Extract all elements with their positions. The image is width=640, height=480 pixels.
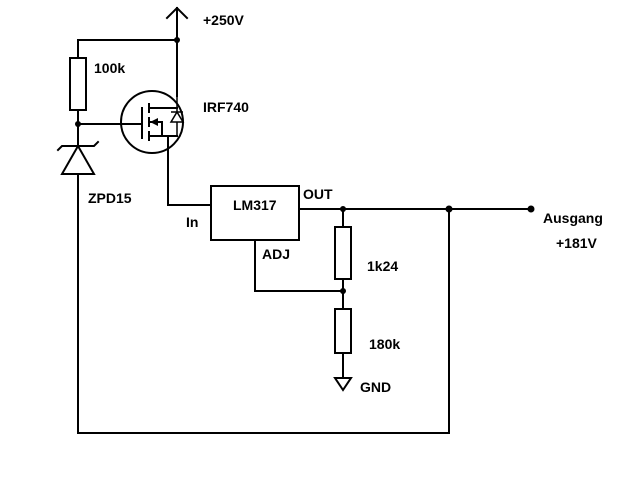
label-supply: +250V [203, 12, 245, 28]
source-wire [167, 135, 212, 206]
label-r-bottom: 180k [369, 336, 400, 352]
ground-symbol [333, 377, 353, 392]
resistor-1k24 [334, 226, 352, 280]
return-wire [77, 208, 450, 434]
resistor-100k [69, 57, 87, 111]
regulator-lm317 [210, 185, 300, 241]
label-mosfet: IRF740 [203, 99, 249, 115]
label-output-name: Ausgang [543, 210, 603, 226]
supply-wires [77, 37, 180, 97]
label-r-gate: 100k [94, 60, 125, 76]
label-pin-out: OUT [303, 186, 333, 202]
zener-zpd15 [56, 140, 100, 175]
label-regulator: LM317 [233, 197, 277, 213]
label-r-top: 1k24 [367, 258, 398, 274]
label-pin-adj: ADJ [262, 246, 290, 262]
adj-wire [254, 239, 344, 292]
supply-arrow [165, 6, 189, 41]
label-pin-in: In [186, 214, 198, 230]
resistor-180k [334, 308, 352, 354]
label-gnd: GND [360, 379, 391, 395]
label-output-voltage: +181V [556, 235, 598, 251]
label-zener: ZPD15 [88, 190, 132, 206]
output-terminal [527, 205, 535, 213]
mosfet-irf740 [120, 90, 185, 154]
